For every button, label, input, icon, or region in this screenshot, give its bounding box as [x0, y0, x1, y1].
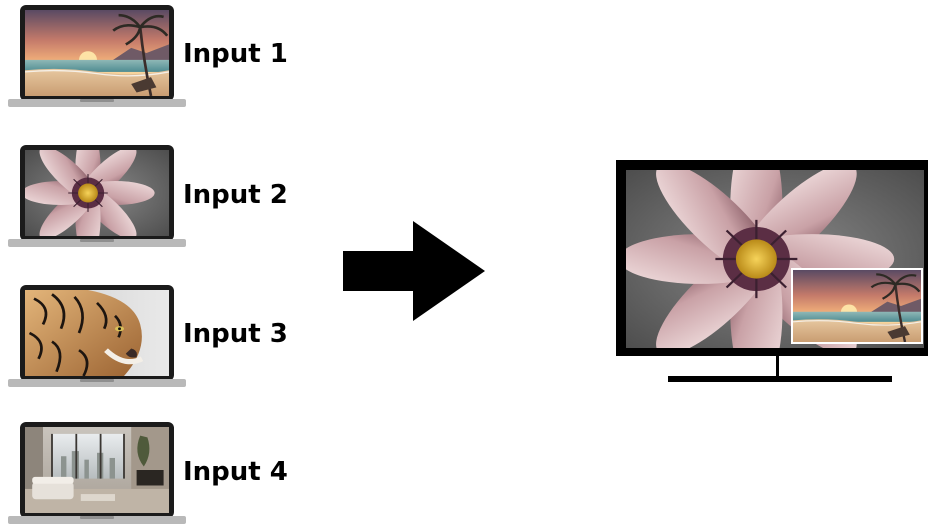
- laptop-input-2: [8, 145, 186, 247]
- laptop-input-3: [8, 285, 186, 387]
- monitor-stand-neck: [776, 356, 779, 376]
- beach-sunset-image: [25, 10, 169, 96]
- living-room-image: [25, 427, 169, 513]
- flower-image: [21, 145, 169, 247]
- input-label-3: Input 3: [183, 319, 288, 349]
- output-monitor: [616, 160, 928, 382]
- tiger-image: [25, 290, 169, 376]
- input-label-4: Input 4: [183, 457, 288, 487]
- laptop-input-4: [8, 422, 186, 524]
- monitor-stand-base: [668, 376, 892, 382]
- pip-beach-image: [793, 270, 921, 342]
- input-label-2: Input 2: [183, 180, 288, 210]
- input-label-1: Input 1: [183, 39, 288, 69]
- laptop-input-1: [8, 5, 186, 107]
- right-arrow-icon: [343, 221, 485, 321]
